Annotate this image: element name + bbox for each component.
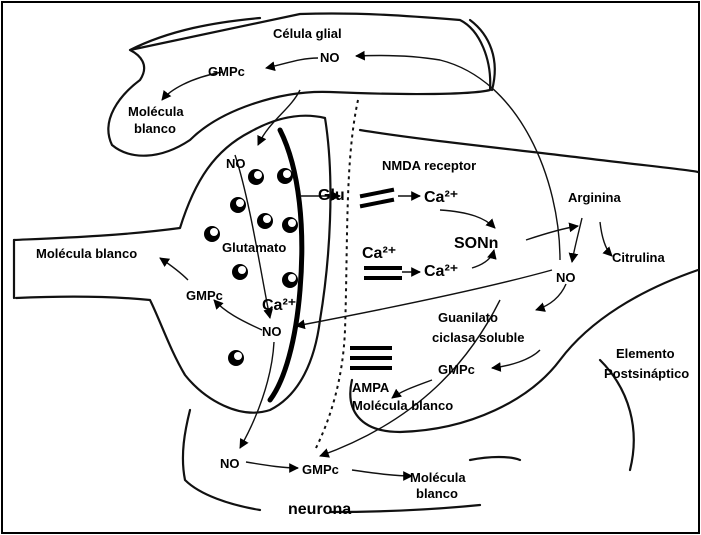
label-glutamato: Glutamato bbox=[222, 240, 286, 255]
nmda-channel bbox=[362, 190, 392, 206]
label-ca-channel-out: Ca²⁺ bbox=[424, 263, 458, 280]
label-sonn: SONn bbox=[454, 235, 498, 252]
label-ca-nmda: Ca²⁺ bbox=[424, 189, 458, 206]
vesicle bbox=[204, 226, 220, 242]
label-ampa: AMPA bbox=[352, 380, 390, 395]
label-target-molecule-glial-2: blanco bbox=[134, 121, 176, 136]
vesicle-group bbox=[204, 168, 298, 366]
label-glu: Glu bbox=[318, 187, 345, 204]
label-blanco-bottom: blanco bbox=[416, 486, 458, 501]
vesicle bbox=[277, 168, 293, 184]
label-ca-channel: Ca²⁺ bbox=[362, 245, 396, 262]
label-molecula-blanco-post: Molécula blanco bbox=[352, 398, 453, 413]
vesicle bbox=[282, 272, 298, 288]
label-ca-pre: Ca²⁺ bbox=[262, 297, 296, 314]
label-no-post: NO bbox=[556, 270, 576, 285]
vesicle bbox=[228, 350, 244, 366]
vesicle bbox=[248, 169, 264, 185]
label-no-bottom: NO bbox=[220, 456, 240, 471]
vesicle bbox=[232, 264, 248, 280]
arrow-post-no-to-guanilato bbox=[536, 284, 566, 310]
label-gmpc-bottom: GMPc bbox=[302, 462, 339, 477]
arrow-gmpc-bottom-to-molecule bbox=[352, 470, 412, 476]
vesicle bbox=[257, 213, 273, 229]
label-neurona: neurona bbox=[288, 501, 351, 518]
arrow-ca-to-sonn bbox=[440, 210, 495, 228]
calcium-channel bbox=[366, 268, 400, 278]
postsynaptic-outline bbox=[350, 130, 698, 432]
label-elemento: Elemento bbox=[616, 346, 675, 361]
arrow-guanilato-to-gmpc bbox=[492, 350, 540, 368]
ampa-channel bbox=[352, 348, 390, 368]
label-nmda-receptor: NMDA receptor bbox=[382, 158, 476, 173]
label-postsinaptico: Postsináptico bbox=[604, 366, 689, 381]
label-target-molecule-glial: Molécula bbox=[128, 104, 184, 119]
vesicle bbox=[282, 217, 298, 233]
label-guanilato: Guanilato bbox=[438, 310, 498, 325]
arrow-arginina-to-no bbox=[572, 218, 582, 262]
label-molecula-bottom: Molécula bbox=[410, 470, 466, 485]
label-no-glial: NO bbox=[320, 50, 340, 65]
arrow-arginina-to-citrulina bbox=[600, 222, 612, 256]
arrow-gmpc-left-to-molecule bbox=[160, 258, 188, 280]
label-gmpc-post: GMPc bbox=[438, 362, 475, 377]
label-no-upper-pre: NO bbox=[226, 156, 246, 171]
arrow-ca2-to-sonn bbox=[472, 250, 494, 268]
arrow-no-to-gmpc-glial bbox=[266, 58, 318, 68]
label-no-pre: NO bbox=[262, 324, 282, 339]
vesicle bbox=[230, 197, 246, 213]
arrow-neuron-no-to-gmpc bbox=[246, 462, 298, 468]
label-gmpc-left: GMPc bbox=[186, 288, 223, 303]
label-molecula-blanco-left: Molécula blanco bbox=[36, 246, 137, 261]
label-gmpc-glial: GMPc bbox=[208, 64, 245, 79]
label-glial-cell: Célula glial bbox=[273, 26, 342, 41]
arrow-pre-no-to-gmpc-left bbox=[214, 300, 262, 330]
label-ciclasa: ciclasa soluble bbox=[432, 330, 525, 345]
arrow-pre-no-to-neuron-no bbox=[240, 342, 274, 448]
arrow-sonn-to-arginina bbox=[526, 226, 578, 240]
label-citrulina: Citrulina bbox=[612, 250, 665, 265]
label-arginina: Arginina bbox=[568, 190, 621, 205]
